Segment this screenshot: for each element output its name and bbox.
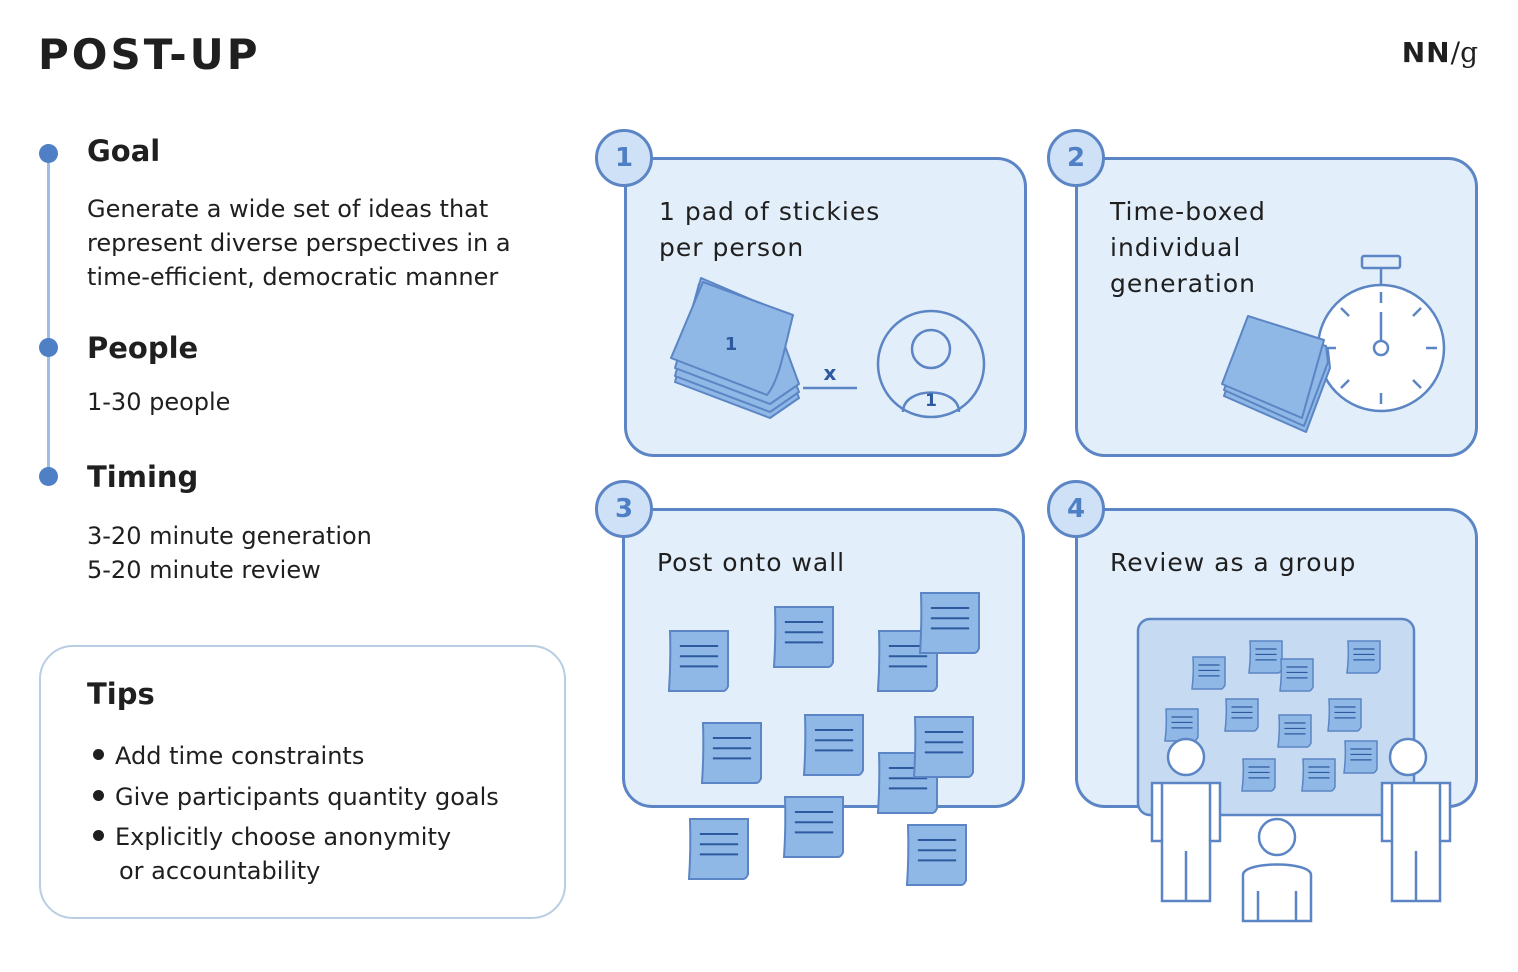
board-sticky-note: [1248, 640, 1283, 674]
board-sticky-note: [1343, 740, 1378, 774]
step-2-badge: 2: [1047, 129, 1105, 187]
group-review-illustration: [1136, 617, 1452, 923]
step-3-badge: 3: [595, 480, 653, 538]
sticky-pad-per-person-illustration: 1 x 1: [670, 277, 986, 419]
person-label: 1: [925, 391, 937, 411]
timeline-dot-timing: [39, 467, 58, 486]
board-sticky-note: [1164, 708, 1199, 742]
timeline-line: [47, 152, 50, 477]
sticky-notes-wall-illustration: [667, 592, 980, 886]
people-heading: People: [87, 331, 199, 365]
sticky-note: [918, 592, 980, 654]
tip-item: Give participants quantity goals: [93, 780, 499, 814]
tip-item: Add time constraints: [93, 739, 364, 773]
board-sticky-note: [1191, 656, 1226, 690]
board-sticky-note: [1224, 698, 1259, 732]
board-sticky-note: [1241, 758, 1276, 792]
board-sticky-note: [1327, 698, 1362, 732]
sticky-note: [782, 796, 844, 858]
timeline-dot-goal: [39, 144, 58, 163]
step-card-3: Post onto wall: [622, 508, 1025, 886]
page-title: POST-UP: [38, 30, 261, 79]
sticky-note: [802, 714, 864, 776]
sticky-note: [912, 716, 974, 778]
tip-item: Explicitly choose anonymity: [93, 820, 451, 854]
sticky-note: [700, 722, 762, 784]
people-text: 1-30 people: [87, 388, 231, 416]
timing-heading: Timing: [87, 460, 199, 494]
step-1-badge: 1: [595, 129, 653, 187]
tip-item-continuation: or accountability: [119, 857, 321, 885]
sticky-note: [667, 630, 729, 692]
timeline-dot-people: [39, 338, 58, 357]
board-sticky-note: [1277, 714, 1312, 748]
sticky-note: [772, 606, 834, 668]
multiply-sign: x: [824, 361, 837, 385]
pad-label: 1: [725, 334, 738, 355]
step-card-4: Review as a group: [1075, 508, 1478, 923]
nng-logo: NN/g: [1401, 36, 1478, 69]
stopwatch-illustration: [1221, 254, 1446, 433]
step-4-badge: 4: [1047, 480, 1105, 538]
step-4-text: Review as a group: [1110, 548, 1357, 577]
goal-heading: Goal: [87, 134, 161, 168]
step-3-text: Post onto wall: [657, 548, 846, 577]
tips-box: Tips Add time constraints Give participa…: [39, 645, 566, 919]
board-sticky-note: [1301, 758, 1336, 792]
board-sticky-note: [1279, 658, 1314, 692]
sticky-note: [687, 818, 749, 880]
sticky-note: [905, 824, 967, 886]
board-sticky-note: [1346, 640, 1381, 674]
tips-heading: Tips: [87, 677, 155, 711]
